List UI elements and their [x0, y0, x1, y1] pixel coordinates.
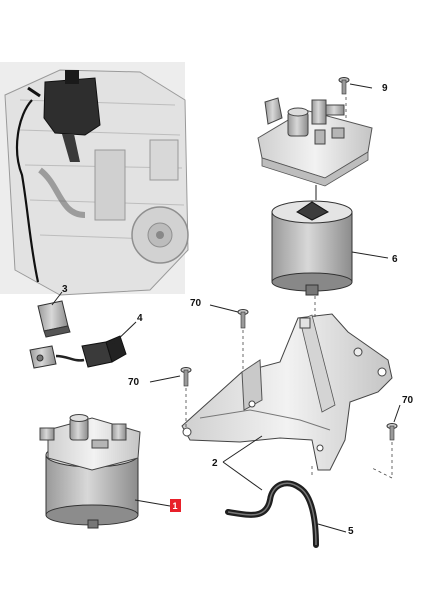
callout-2: 2 [212, 458, 218, 469]
fuel-pipe-5 [225, 480, 319, 548]
screw-70-top [237, 309, 249, 329]
mounting-bracket [181, 313, 393, 471]
callout-5: 5 [348, 526, 354, 537]
callout-70-left: 70 [128, 377, 140, 388]
callout-70-top: 70 [190, 298, 202, 309]
callout-9: 9 [382, 83, 388, 94]
callout-6: 6 [392, 254, 398, 265]
assembly-guide-lines [185, 97, 393, 479]
callout-4: 4 [137, 313, 143, 324]
callout-1: 1 [173, 501, 178, 511]
callout-3: 3 [62, 284, 68, 295]
screw-70-left [180, 367, 192, 387]
engine-block-illustration [0, 62, 189, 296]
screw-70-right [386, 423, 398, 441]
fuel-filter-1 [39, 414, 141, 529]
filter-head [257, 97, 373, 187]
screw-9 [338, 77, 350, 95]
filter-element-6 [271, 200, 353, 296]
connector-3 [37, 300, 71, 338]
harness-4 [29, 335, 127, 369]
callout-70-right: 70 [402, 395, 414, 406]
callout-1-highlight [170, 499, 181, 512]
